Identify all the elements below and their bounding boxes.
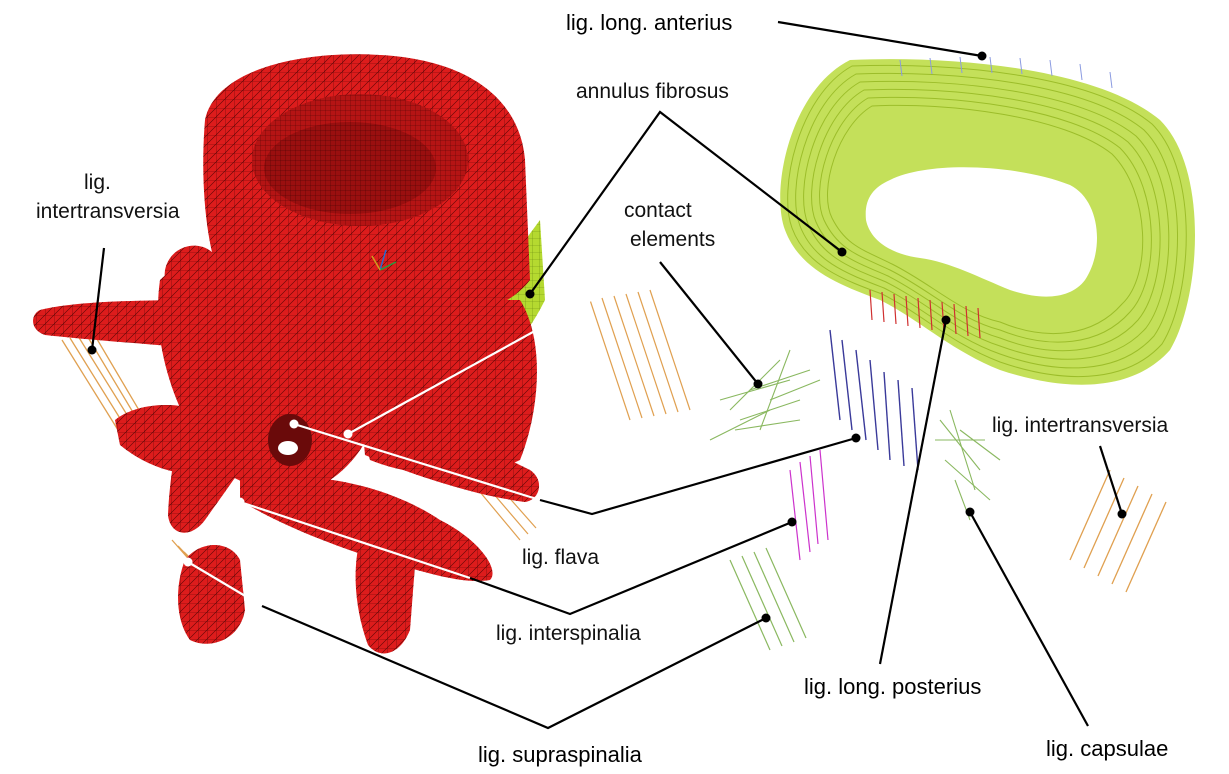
lig-capsulae-springs [935,410,1000,520]
label-lig-long-posterius: lig. long. posterius [804,674,981,699]
lig-flava-springs [830,330,918,470]
label-lig-flava: lig. flava [522,546,599,569]
label-lig-capsulae: lig. capsulae [1046,736,1168,761]
label-lig-supraspinalia: lig. supraspinalia [478,742,643,767]
label-contact-elements-1: contact [624,199,692,222]
lig-intertransversia-right-springs [1070,470,1166,592]
label-lig-long-anterius: lig. long. anterius [566,10,732,35]
spinal-canal [268,414,312,466]
label-lig-intertransversia-left-1: lig. [84,171,111,194]
label-lig-interspinalia: lig. interspinalia [496,622,641,645]
lig-interspinalia-springs [790,450,828,560]
label-lig-intertransversia-right: lig. intertransversia [992,414,1169,437]
vertebra-model [33,54,545,653]
annulus-fibrosus-ring [780,57,1195,385]
lig-intertransversia-mid-springs [590,290,690,420]
lig-supraspinalia-right-springs [730,548,806,650]
contact-elements-cluster [710,350,820,440]
label-annulus-fibrosus: annulus fibrosus [576,80,729,103]
label-lig-intertransversia-left-2: intertransversia [36,200,180,223]
label-contact-elements-2: elements [630,228,715,251]
